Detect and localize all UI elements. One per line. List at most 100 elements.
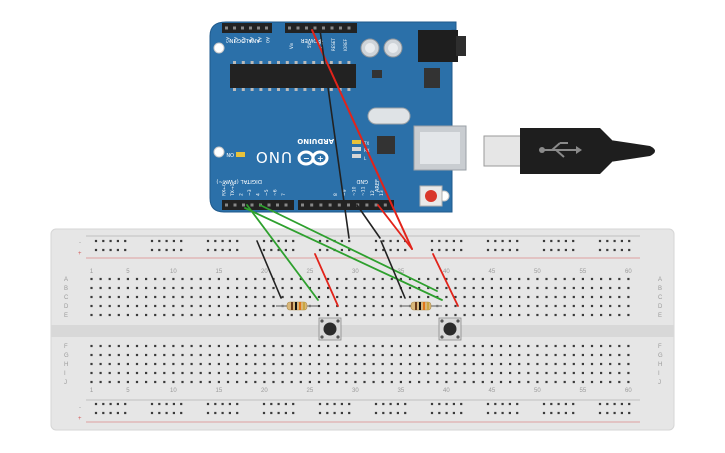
rail-hole[interactable] [340,248,343,252]
breadboard-hole[interactable] [299,313,302,317]
breadboard-hole[interactable] [390,380,393,384]
rail-hole[interactable] [109,248,112,252]
breadboard-hole[interactable] [408,344,412,348]
breadboard-hole[interactable] [126,362,129,366]
rail-hole[interactable] [557,248,560,252]
rail-hole[interactable] [501,411,504,415]
header-pin[interactable] [322,26,325,30]
breadboard-hole[interactable] [163,286,166,290]
breadboard-hole[interactable] [90,353,93,357]
rail-hole[interactable] [438,248,441,252]
breadboard-hole[interactable] [272,353,275,357]
breadboard-hole[interactable] [381,353,384,357]
breadboard-hole[interactable] [308,313,311,317]
header-pin[interactable] [337,203,341,207]
breadboard-hole[interactable] [472,371,475,375]
breadboard-hole[interactable] [454,313,457,317]
rail-hole[interactable] [557,402,560,406]
rail-hole[interactable] [613,402,616,406]
header-pin[interactable] [328,203,332,207]
breadboard-hole[interactable] [317,295,321,299]
breadboard-hole[interactable] [281,380,284,384]
breadboard-hole[interactable] [445,362,448,366]
breadboard-hole[interactable] [445,304,448,308]
rail-hole[interactable] [116,411,119,415]
wire-red-rail[interactable] [377,204,413,250]
breadboard-hole[interactable] [117,304,120,308]
breadboard-hole[interactable] [345,362,348,366]
rail-hole[interactable] [598,239,602,243]
rail-hole[interactable] [228,402,231,406]
breadboard-hole[interactable] [600,304,603,308]
breadboard-hole[interactable] [609,344,612,348]
breadboard-hole[interactable] [527,295,530,299]
breadboard-hole[interactable] [317,304,321,308]
breadboard-hole[interactable] [181,277,184,281]
rail-hole[interactable] [102,239,105,243]
breadboard-hole[interactable] [445,286,448,290]
breadboard-hole[interactable] [472,304,475,308]
breadboard-hole[interactable] [108,371,111,375]
breadboard-hole[interactable] [126,371,129,375]
breadboard-hole[interactable] [481,380,484,384]
rail-hole[interactable] [486,248,490,252]
breadboard-hole[interactable] [245,304,248,308]
rail-hole[interactable] [628,411,631,415]
rail-hole[interactable] [94,239,98,243]
breadboard-hole[interactable] [308,371,311,375]
breadboard-hole[interactable] [418,371,421,375]
breadboard-hole[interactable] [236,344,239,348]
breadboard-hole[interactable] [572,362,575,366]
breadboard-hole[interactable] [126,295,129,299]
breadboard-hole[interactable] [336,313,339,317]
rail-hole[interactable] [236,239,239,243]
breadboard-hole[interactable] [317,277,321,281]
breadboard-hole[interactable] [108,313,111,317]
breadboard-hole[interactable] [308,277,311,281]
rail-hole[interactable] [236,248,239,252]
breadboard-hole[interactable] [581,304,584,308]
breadboard-hole[interactable] [627,344,630,348]
rail-hole[interactable] [270,239,273,243]
breadboard-hole[interactable] [135,304,139,308]
breadboard-hole[interactable] [381,286,384,290]
breadboard-hole[interactable] [245,295,248,299]
breadboard-hole[interactable] [345,353,348,357]
rail-hole[interactable] [221,239,224,243]
breadboard-hole[interactable] [254,353,257,357]
breadboard-hole[interactable] [263,277,266,281]
breadboard-hole[interactable] [481,362,484,366]
rail-hole[interactable] [396,411,399,415]
rail-hole[interactable] [221,411,224,415]
rail-hole[interactable] [438,239,441,243]
breadboard-hole[interactable] [254,344,257,348]
breadboard-hole[interactable] [481,277,484,281]
breadboard-hole[interactable] [463,304,466,308]
rail-hole[interactable] [277,411,280,415]
breadboard-hole[interactable] [217,277,220,281]
reset-button-cap[interactable] [425,190,437,202]
rail-hole[interactable] [508,248,511,252]
rail-hole[interactable] [348,411,351,415]
rail-hole[interactable] [445,239,448,243]
rail-hole[interactable] [564,239,567,243]
rail-hole[interactable] [172,248,175,252]
rail-hole[interactable] [262,239,266,243]
breadboard-hole[interactable] [627,286,630,290]
breadboard-hole[interactable] [372,353,375,357]
breadboard-hole[interactable] [299,362,302,366]
breadboard-hole[interactable] [536,286,539,290]
breadboard-hole[interactable] [472,344,475,348]
rail-hole[interactable] [284,248,287,252]
breadboard-hole[interactable] [263,304,266,308]
breadboard-hole[interactable] [99,344,102,348]
breadboard-hole[interactable] [509,286,512,290]
rail-hole[interactable] [494,239,497,243]
breadboard-hole[interactable] [600,344,603,348]
breadboard-hole[interactable] [499,304,503,308]
breadboard-hole[interactable] [99,295,102,299]
breadboard-hole[interactable] [135,380,139,384]
breadboard-hole[interactable] [126,313,129,317]
breadboard-hole[interactable] [117,277,120,281]
breadboard-hole[interactable] [99,286,102,290]
